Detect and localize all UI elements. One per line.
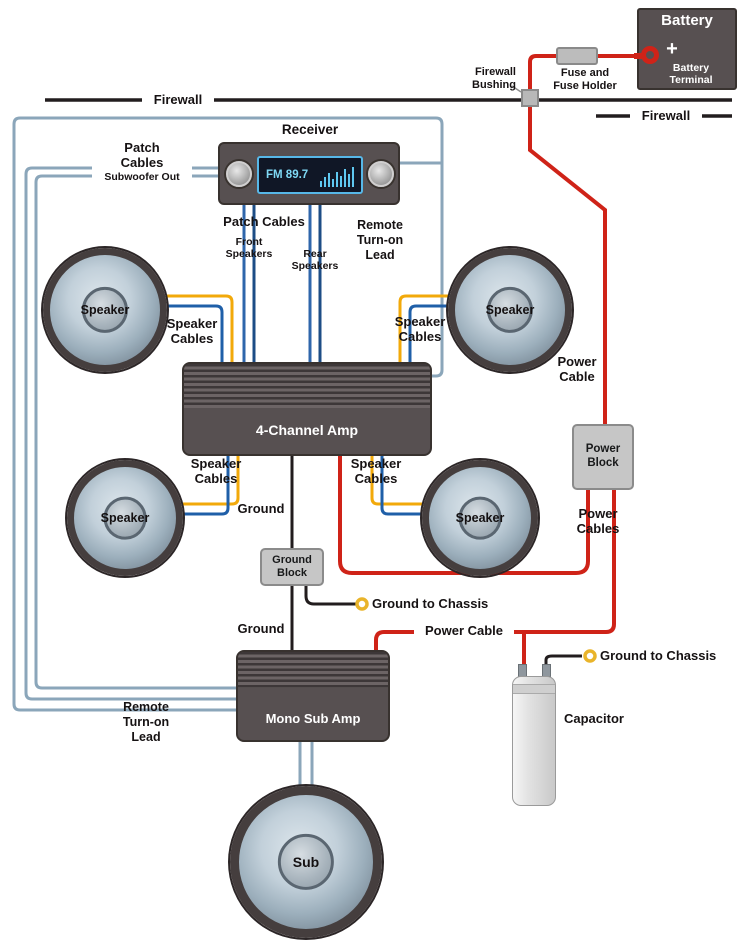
capacitor (512, 676, 556, 806)
speaker-wire-fl-neg (167, 304, 224, 362)
signal-bars-icon (319, 163, 354, 187)
radio-frequency: FM 89.7 (266, 169, 309, 181)
patch-cables-left-label: Patch Cables Subwoofer Out (92, 140, 192, 184)
power-block: Power Block (572, 424, 634, 490)
remote-lead-to-4ch-amp (430, 163, 444, 378)
amp-fins (238, 652, 388, 688)
speaker-front-right: Speaker (448, 248, 572, 372)
speaker-dustcap (486, 286, 534, 334)
speaker-label: Speaker (485, 303, 535, 317)
ground-to-chassis-wire-1 (304, 586, 356, 606)
speaker-wire-rr-neg (380, 456, 422, 516)
speaker-label: Speaker (80, 303, 130, 317)
speaker-dustcap (458, 496, 502, 540)
ground-block: Ground Block (260, 548, 324, 586)
speaker-wire-fl-pos (167, 294, 234, 362)
remote-turn-on-lead-label-left: Remote Turn-on Lead (122, 700, 170, 744)
capacitor-band (513, 684, 555, 694)
bushing-leader-line (511, 85, 522, 93)
ground-to-chassis-label-1: Ground to Chassis (372, 596, 489, 611)
speaker-dustcap (103, 496, 147, 540)
battery-terminal-label: Battery Terminal (669, 62, 713, 87)
firewall-bushing-label: Firewall Bushing (472, 66, 516, 91)
speaker-wire-fr-neg (408, 304, 448, 362)
speaker-rear-left: Speaker (67, 460, 183, 576)
speaker-dustcap (277, 833, 335, 891)
firewall-label-left: Firewall (142, 92, 214, 108)
battery-title: Battery (661, 12, 713, 29)
fuse-label: Fuse and Fuse Holder (553, 67, 617, 92)
mono-sub-amp: Mono Sub Amp (236, 650, 390, 742)
speaker-cables-label-rl: Speaker Cables (190, 456, 242, 487)
front-speakers-label: Front Speakers (225, 236, 273, 261)
mono-sub-amp-label: Mono Sub Amp (265, 711, 361, 726)
speaker-cables-label-fr: Speaker Cables (394, 314, 446, 345)
remote-lead-to-mono-amp (12, 116, 444, 712)
ground-label-bottom: Ground (237, 621, 285, 636)
speaker-cables-label-rr: Speaker Cables (350, 456, 402, 487)
fuse-holder (556, 47, 598, 65)
firewall-label-right: Firewall (630, 108, 702, 124)
speaker-front-left: Speaker (43, 248, 167, 372)
subwoofer-patch-cable-1 (34, 174, 236, 690)
speaker-dustcap (81, 286, 129, 334)
battery-plus: + (666, 38, 678, 60)
ground-label-top: Ground (237, 501, 285, 516)
speaker-wire-rr-pos (370, 456, 422, 506)
subwoofer-label: Sub (292, 854, 320, 870)
speaker-cables-label-fl: Speaker Cables (166, 316, 218, 347)
battery-terminal-stub (634, 53, 643, 59)
subwoofer-patch-cable-2 (24, 166, 236, 701)
firewall-bushing (521, 89, 539, 107)
speaker-wire-rl-pos (183, 456, 240, 506)
ring-terminal-icon (583, 649, 597, 663)
patch-cables-bottom-label: Patch Cables (223, 214, 305, 229)
receiver: FM 89.7 (218, 142, 400, 205)
power-cable-battery-to-block (528, 54, 652, 424)
power-cable-capacitor-label: Power Cable (414, 623, 514, 639)
remote-turn-on-lead-label-right: Remote Turn-on Lead (356, 218, 404, 262)
speaker-rear-right: Speaker (422, 460, 538, 576)
power-cables-label: Power Cables (576, 506, 620, 537)
four-channel-amp: 4-Channel Amp (182, 362, 432, 456)
receiver-knob-right (368, 161, 394, 187)
speaker-wire-fr-pos (398, 294, 448, 362)
ground-to-chassis-wire-2 (544, 654, 582, 664)
battery-terminal-icon (641, 46, 659, 64)
ring-terminal-icon (355, 597, 369, 611)
receiver-knob-left (226, 161, 252, 187)
speaker-label: Speaker (100, 511, 150, 525)
capacitor-label: Capacitor (564, 711, 624, 726)
rear-speakers-label: Rear Speakers (291, 248, 339, 273)
four-channel-amp-label: 4-Channel Amp (255, 422, 359, 438)
speaker-wire-rl-neg (183, 456, 230, 516)
receiver-display: FM 89.7 (257, 156, 363, 194)
ground-to-chassis-label-2: Ground to Chassis (600, 648, 717, 663)
subwoofer: Sub (230, 786, 382, 938)
amp-fins (184, 364, 430, 408)
power-cable-label: Power Cable (557, 354, 597, 385)
speaker-label: Speaker (455, 511, 505, 525)
receiver-title: Receiver (281, 122, 339, 137)
